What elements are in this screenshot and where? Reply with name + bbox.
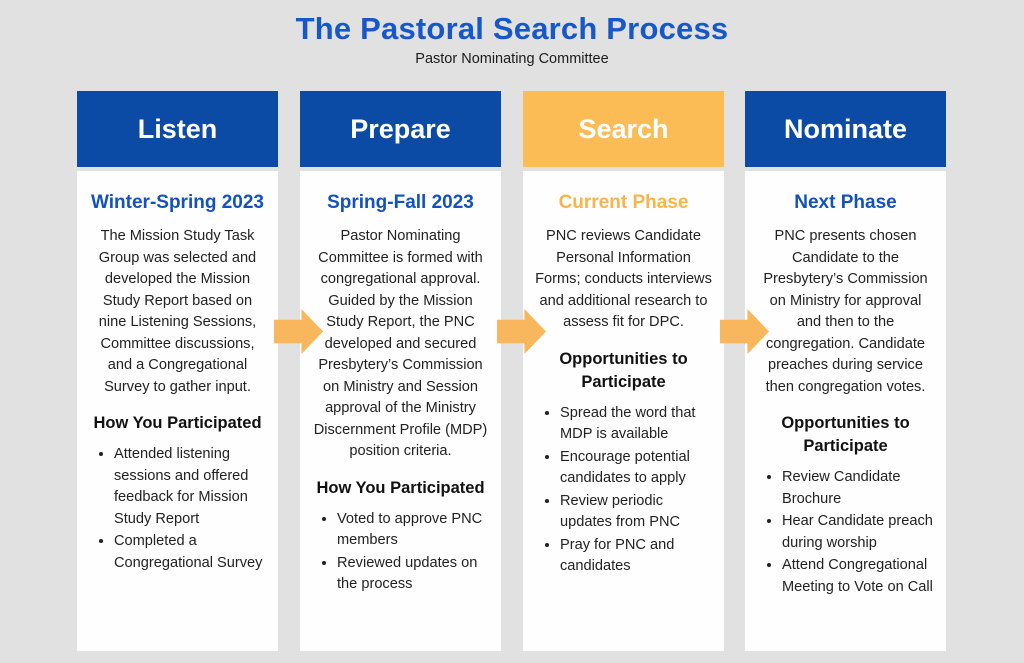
phase-header-listen: Listen <box>77 91 278 167</box>
participation-heading: How You Participated <box>316 478 485 497</box>
phase-card-listen: Winter-Spring 2023 The Mission Study Tas… <box>77 171 278 651</box>
participation-item: Reviewed updates on the process <box>337 553 490 596</box>
participation-list: Attended listening sessions and offered … <box>114 444 267 574</box>
phase-card-prepare: Spring-Fall 2023 Pastor Nominating Commi… <box>300 171 501 651</box>
participation-item: Attended listening sessions and offered … <box>114 444 267 530</box>
participation-item: Hear Candidate preach during worship <box>782 511 935 554</box>
participation-item: Encourage potential candidates to apply <box>560 447 713 490</box>
participation-heading: Opportunities to Participate <box>559 349 688 391</box>
phase-header-prepare: Prepare <box>300 91 501 167</box>
phase-status: Next Phase <box>794 192 897 213</box>
participation-list: Spread the word that MDP is available En… <box>560 403 713 578</box>
participation-item: Attend Congregational Meeting to Vote on… <box>782 555 935 598</box>
phase-header-search: Search <box>523 91 724 167</box>
phase-column-listen: Listen Winter-Spring 2023 The Mission St… <box>77 91 278 651</box>
phase-column-nominate: Nominate Next Phase PNC presents chosen … <box>745 91 946 651</box>
phase-status: Winter-Spring 2023 <box>91 192 264 213</box>
page-title: The Pastoral Search Process <box>295 11 729 46</box>
phase-status: Spring-Fall 2023 <box>327 192 474 213</box>
participation-item: Pray for PNC and candidates <box>560 535 713 578</box>
phase-column-prepare: Prepare Spring-Fall 2023 Pastor Nominati… <box>300 91 501 651</box>
participation-item: Completed a Congregational Survey <box>114 531 267 574</box>
participation-list: Voted to approve PNC members Reviewed up… <box>337 509 490 596</box>
phase-description: PNC reviews Candidate Personal Informati… <box>535 228 712 330</box>
participation-heading: Opportunities to Participate <box>781 414 910 455</box>
participation-list: Review Candidate Brochure Hear Candidate… <box>782 467 935 598</box>
participation-item: Spread the word that MDP is available <box>560 403 713 446</box>
phase-card-nominate: Next Phase PNC presents chosen Candidate… <box>745 171 946 651</box>
participation-item: Review Candidate Brochure <box>782 467 935 510</box>
phase-description: Pastor Nominating Committee is formed wi… <box>313 228 488 459</box>
page-subtitle: Pastor Nominating Committee <box>415 51 609 67</box>
participation-item: Review periodic updates from PNC <box>560 491 713 534</box>
participation-heading: How You Participated <box>93 414 262 432</box>
phase-card-search: Current Phase PNC reviews Candidate Pers… <box>523 171 724 651</box>
phase-status: Current Phase <box>558 192 689 213</box>
phase-description: PNC presents chosen Candidate to the Pre… <box>763 228 928 395</box>
phase-description: The Mission Study Task Group was selecte… <box>98 228 257 395</box>
participation-item: Voted to approve PNC members <box>337 509 490 552</box>
phase-column-search: Search Current Phase PNC reviews Candida… <box>523 91 724 651</box>
phase-header-nominate: Nominate <box>745 91 946 167</box>
